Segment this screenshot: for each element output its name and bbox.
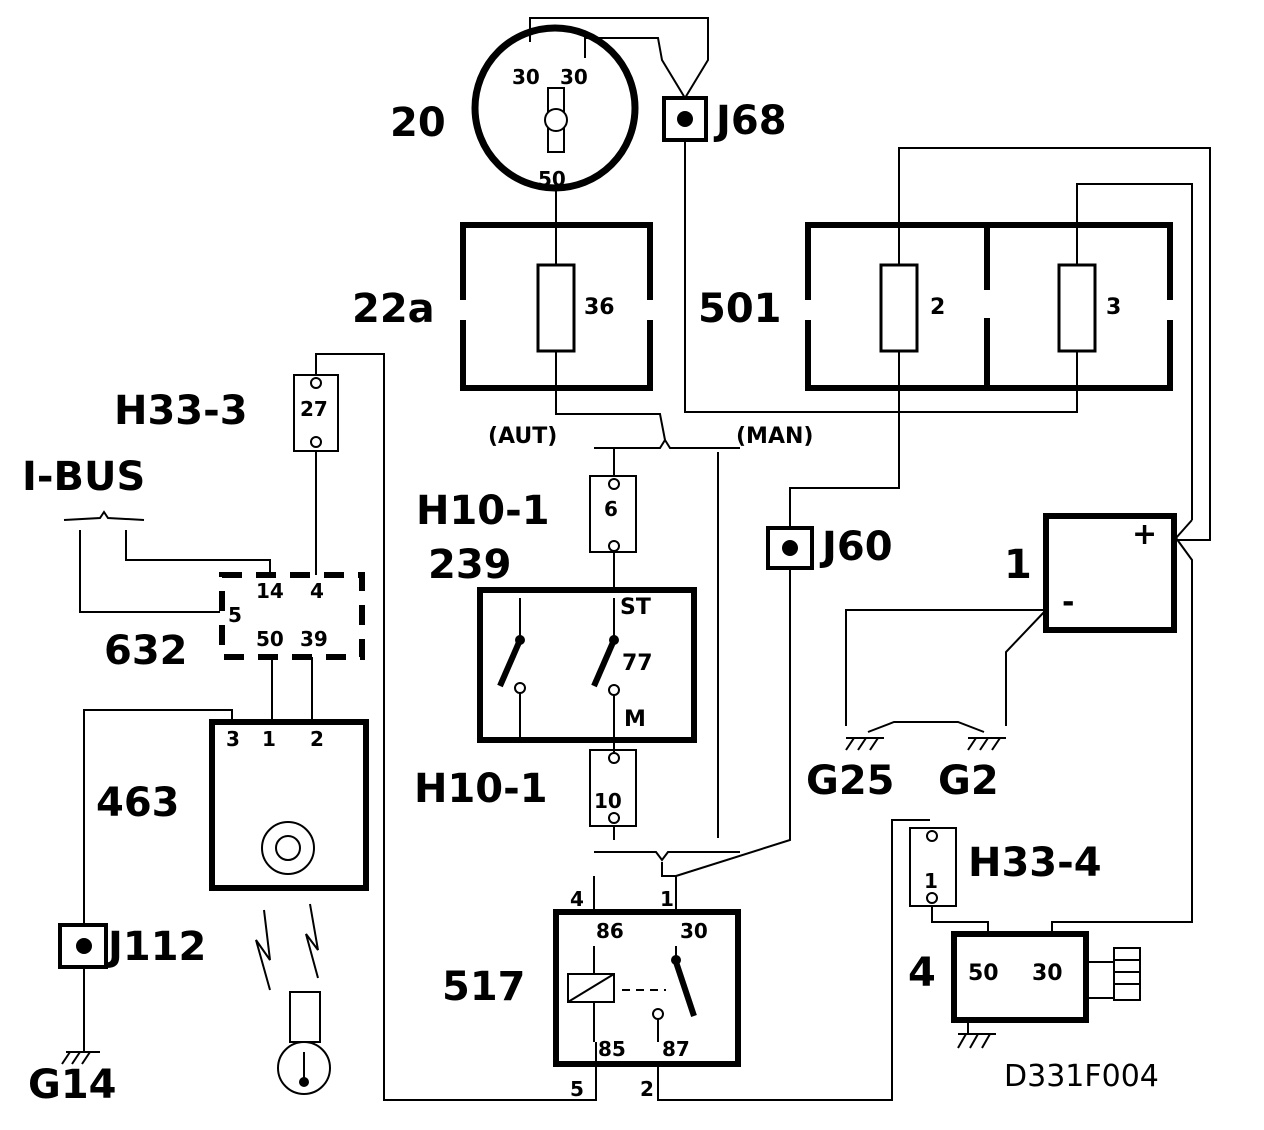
ibus-label: I-BUS xyxy=(22,454,145,500)
module-632-id: 632 xyxy=(104,628,188,674)
h33-3-label: H33-3 xyxy=(114,388,248,434)
junction-j60-label: J60 xyxy=(819,524,893,570)
ground-g2-symbol xyxy=(967,737,1006,751)
relay-517-id: 517 xyxy=(442,964,526,1010)
module-632-pin-14: 14 xyxy=(256,579,284,603)
fuse-36-label: 36 xyxy=(584,295,615,320)
module-632-pin-39: 39 xyxy=(300,627,328,651)
relay-517-pin-85: 85 xyxy=(598,1037,626,1061)
switch-239 xyxy=(477,587,697,743)
ignition-switch-id: 20 xyxy=(390,100,446,146)
junction-j68-label: J68 xyxy=(713,98,787,144)
switch-239-m: M xyxy=(624,707,646,732)
relay-517-pin-87: 87 xyxy=(662,1037,690,1061)
relay-517-pin-30: 30 xyxy=(680,919,708,943)
module-632 xyxy=(219,572,365,660)
h33-4-pin: 1 xyxy=(924,869,938,893)
fuse-box-501 xyxy=(805,222,1173,391)
ignition-pin-30b: 30 xyxy=(560,65,588,89)
ground-g14-label: G14 xyxy=(28,1062,117,1108)
fuse-2-label: 2 xyxy=(930,295,945,320)
connector-h33-4 xyxy=(909,827,957,907)
h33-4-label: H33-4 xyxy=(968,840,1102,886)
module-632-pin-4: 4 xyxy=(310,579,324,603)
drawing-code: D331F004 xyxy=(1004,1059,1159,1094)
module-632-pin-5: 5 xyxy=(228,603,242,627)
fuse-box-22a-id: 22a xyxy=(352,286,435,332)
module-632-pin-50: 50 xyxy=(256,627,284,651)
relay-517-pin-1: 1 xyxy=(660,887,674,911)
h10-1-bottom-label: H10-1 xyxy=(414,766,548,812)
switch-239-id: 239 xyxy=(428,542,512,588)
ignition-pin-30a: 30 xyxy=(512,65,540,89)
battery-id: 1 xyxy=(1004,542,1032,588)
fuse-3-label: 3 xyxy=(1106,295,1121,320)
junction-j112-label: J112 xyxy=(105,924,206,970)
aut-label: (AUT) xyxy=(488,424,557,449)
ground-g2-label: G2 xyxy=(938,758,999,804)
starter-id: 4 xyxy=(908,950,936,996)
h10-1-top-pin: 6 xyxy=(604,497,618,521)
battery-minus: - xyxy=(1062,585,1074,620)
h10-1-bottom-pin: 10 xyxy=(594,789,622,813)
ignition-switch xyxy=(471,24,639,192)
ground-g14-symbol xyxy=(61,1051,100,1065)
relay-517-pin-5: 5 xyxy=(570,1077,584,1101)
h33-3-pin: 27 xyxy=(300,397,328,421)
relay-517-pin-4: 4 xyxy=(570,887,584,911)
man-label: (MAN) xyxy=(736,424,813,449)
module-463-pin-3: 3 xyxy=(226,727,240,751)
module-463-pin-1: 1 xyxy=(262,727,276,751)
battery xyxy=(1043,513,1177,633)
ignition-pin-50: 50 xyxy=(538,167,566,191)
module-463 xyxy=(209,719,369,891)
switch-239-77: 77 xyxy=(622,651,653,676)
h10-1-top-label: H10-1 xyxy=(416,488,550,534)
module-463-id: 463 xyxy=(96,780,180,826)
relay-517-pin-86: 86 xyxy=(596,919,624,943)
ground-g25-symbol xyxy=(845,737,884,751)
connector-h10-1-bottom xyxy=(589,749,637,827)
starter-ground-symbol xyxy=(957,1020,996,1049)
starter-pin-30: 30 xyxy=(1032,961,1063,986)
starter-pin-50: 50 xyxy=(968,961,999,986)
relay-517 xyxy=(553,909,741,1067)
ground-g25-label: G25 xyxy=(806,758,895,804)
fuse-box-501-id: 501 xyxy=(698,286,782,332)
starter-motor xyxy=(951,931,1089,1023)
switch-239-st: ST xyxy=(620,595,651,620)
module-463-pin-2: 2 xyxy=(310,727,324,751)
relay-517-pin-2: 2 xyxy=(640,1077,654,1101)
battery-plus: + xyxy=(1132,517,1157,552)
